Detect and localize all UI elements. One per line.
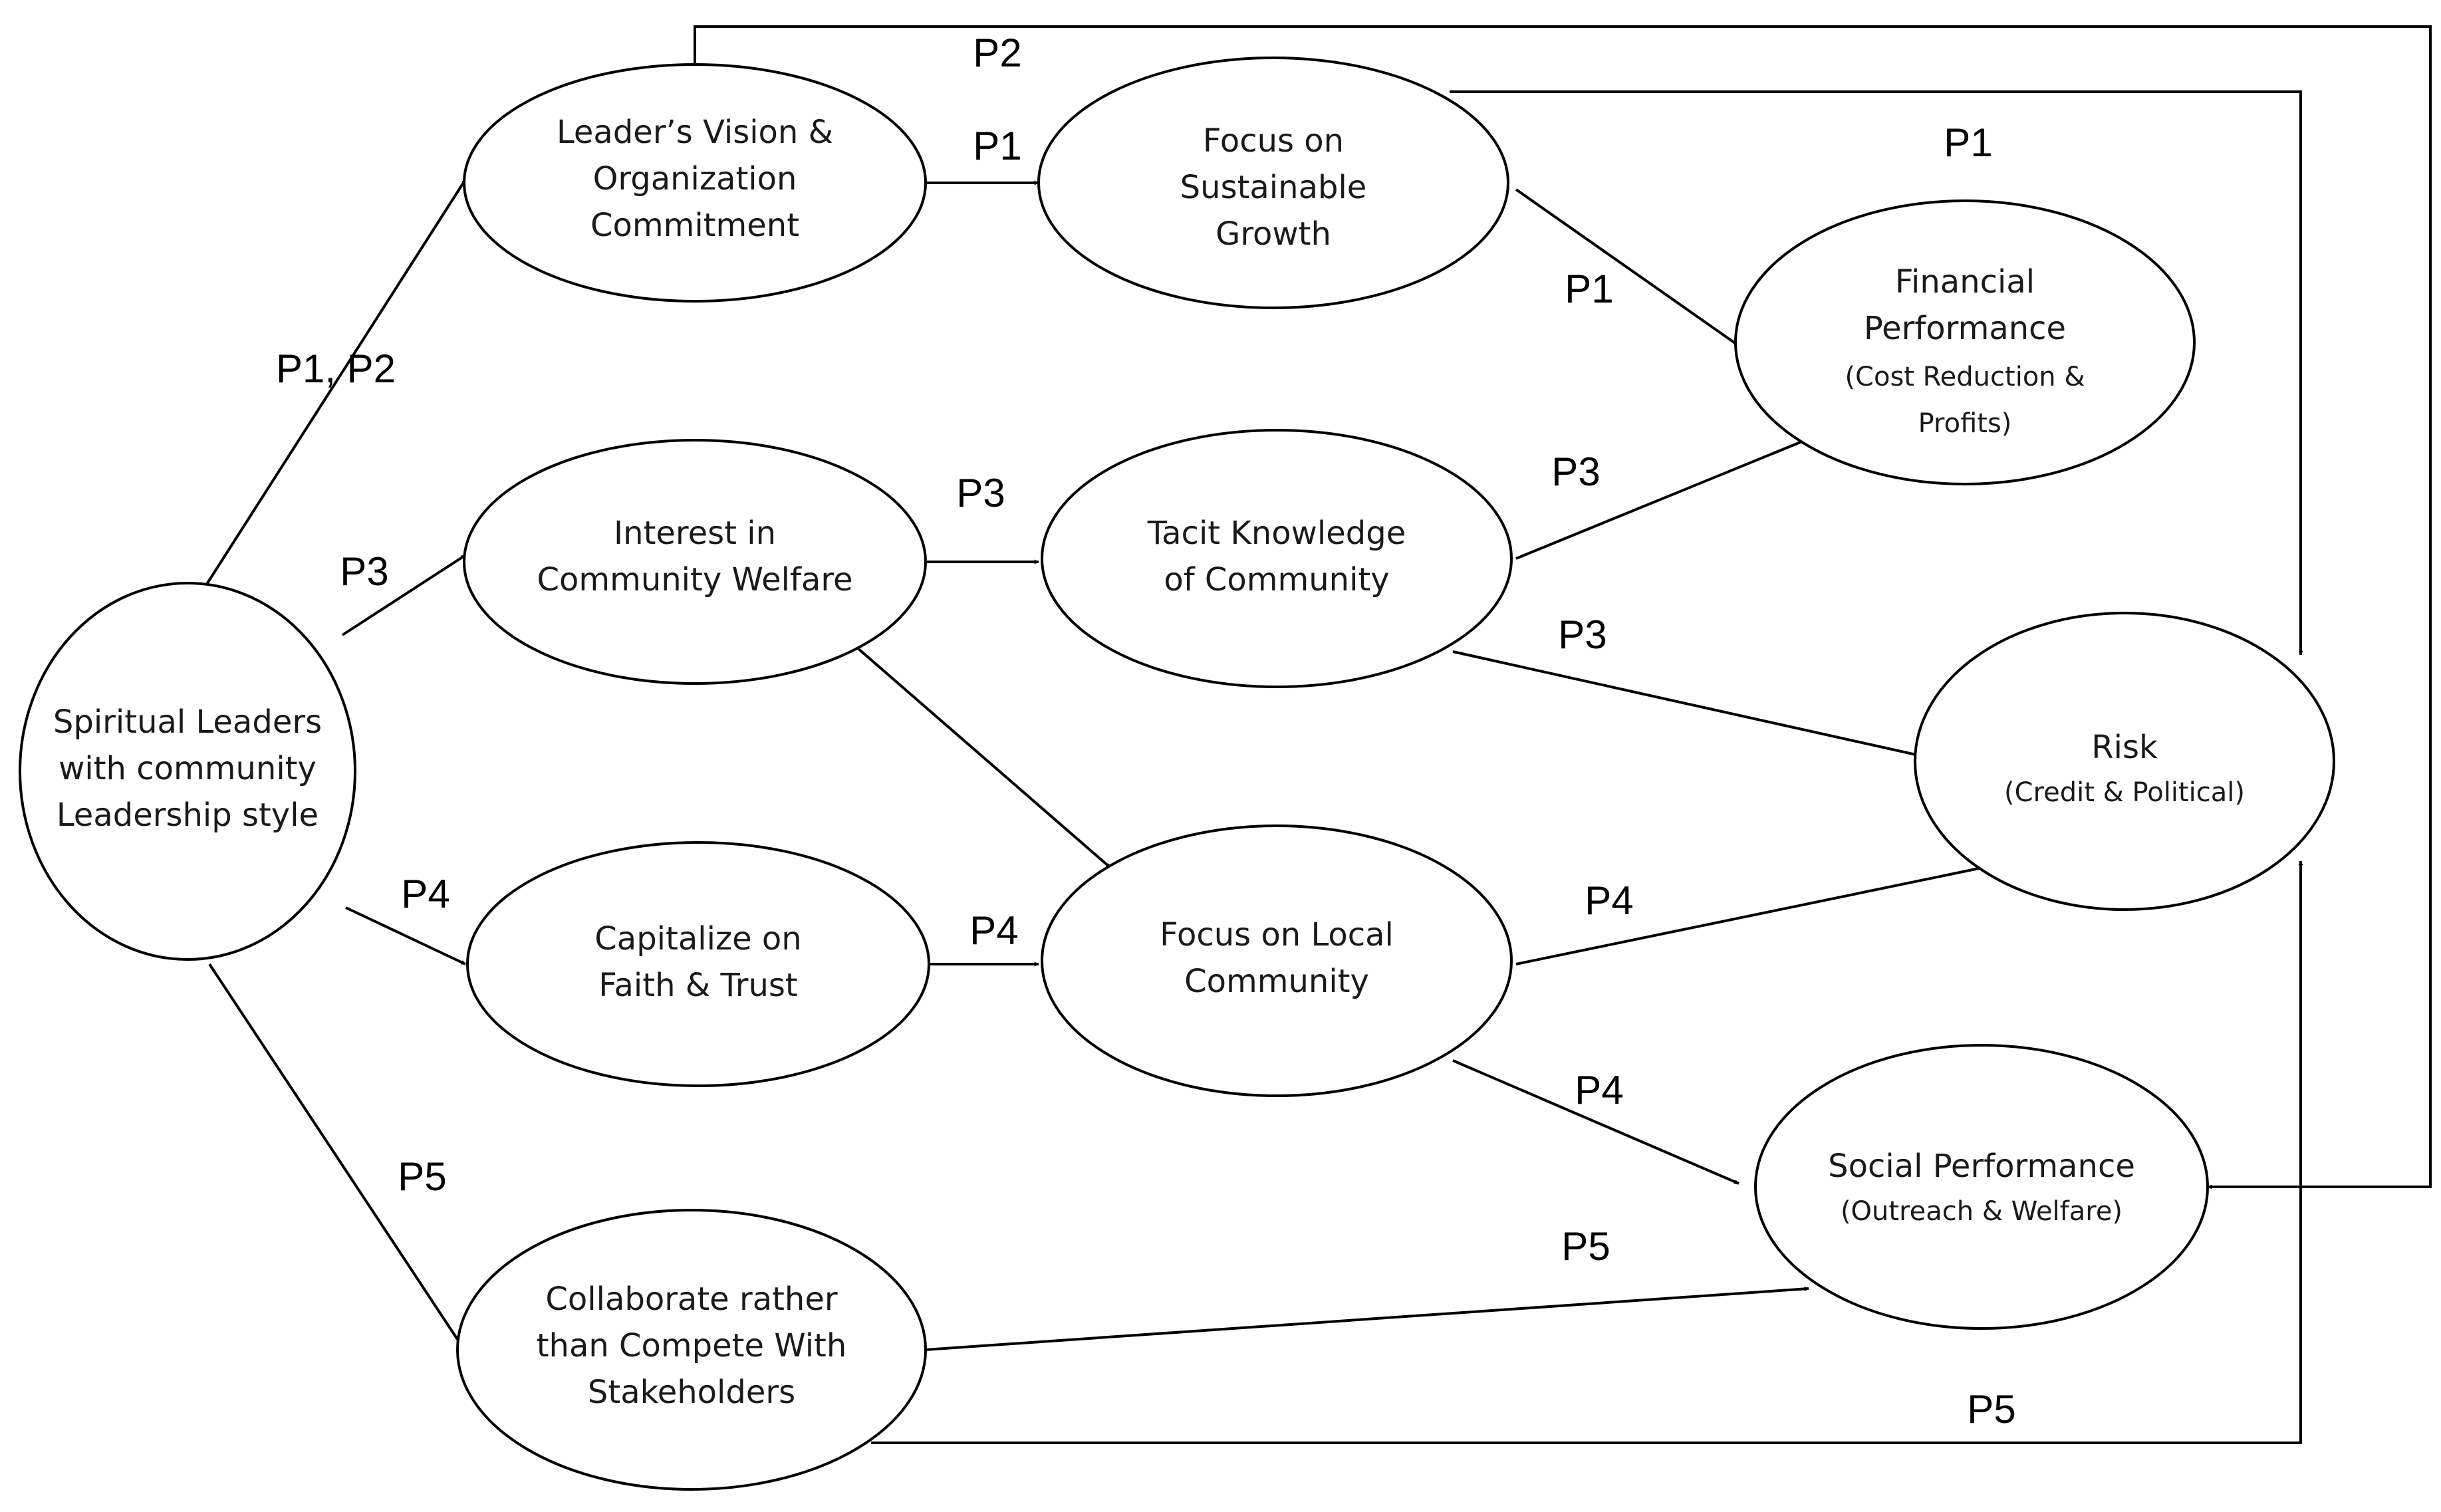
node-label: Commitment (590, 207, 799, 244)
edge-label: P3 (1558, 612, 1606, 657)
edge-tacit-to-risk (1452, 650, 1952, 765)
edge-label: P5 (1561, 1224, 1610, 1269)
node-label: than Compete With (537, 1327, 847, 1364)
node-label: Stakeholders (588, 1374, 795, 1411)
node-risk: Risk (Credit & Political) (1914, 612, 2335, 911)
edge-spiritual-to-collab (208, 963, 463, 1348)
node-sublabel: (Outreach & Welfare) (1841, 1196, 2122, 1227)
node-label: Spiritual Leaders (53, 703, 322, 741)
edge-vision-loop-to-social (694, 25, 2432, 1190)
node-label: Leader’s Vision & (557, 114, 833, 151)
edge-spiritual-to-vision (205, 178, 467, 586)
node-label: Social Performance (1828, 1148, 2135, 1185)
edge-label: P4 (1575, 1068, 1623, 1112)
node-label: Growth (1216, 215, 1331, 253)
edge-label: P5 (398, 1154, 446, 1199)
node-label: Sustainable (1180, 169, 1367, 206)
edge-label: P5 (1967, 1387, 2015, 1432)
node-interest-community-welfare: Interest in Community Welfare (463, 439, 927, 685)
edge-label: P1 (1944, 120, 1992, 165)
edge-label: P1 (1565, 267, 1613, 311)
edge-label: P3 (1551, 449, 1600, 494)
node-focus-local-community: Focus on Local Community (1041, 824, 1513, 1097)
node-sublabel: (Credit & Political) (2004, 777, 2245, 808)
node-focus-sustainable-growth: Focus on Sustainable Growth (1037, 57, 1509, 309)
node-label: Risk (2091, 729, 2158, 766)
node-label: Collaborate rather (545, 1281, 837, 1318)
node-label: of Community (1164, 561, 1389, 598)
node-tacit-knowledge: Tacit Knowledge of Community (1041, 429, 1513, 688)
edge-label: P2 (973, 31, 1021, 75)
node-label: Focus on Local (1160, 916, 1394, 953)
edge-collab-to-social (925, 1286, 1809, 1351)
node-label: with community (59, 750, 317, 787)
node-label: Interest in (614, 515, 776, 552)
node-label: Community (1184, 963, 1369, 1000)
edge-label: P1 (973, 124, 1021, 168)
node-label: Tacit Knowledge (1147, 515, 1406, 552)
node-label: Organization (593, 160, 797, 197)
edge-collab-loop-to-risk (871, 860, 2303, 1444)
edge-sustain-to-financial (1515, 188, 1740, 347)
node-label: Leadership style (57, 797, 319, 834)
edge-sustain-loop-to-risk (1450, 90, 2303, 656)
node-label: Capitalize on (594, 920, 801, 957)
node-collaborate-stakeholders: Collaborate rather than Compete With Sta… (456, 1209, 927, 1491)
node-spiritual-leaders: Spiritual Leaders with community Leaders… (19, 582, 356, 961)
edge-label: P4 (1585, 878, 1633, 923)
edges (205, 25, 2432, 1444)
edge-label: P3 (340, 549, 388, 594)
node-leaders-vision: Leader’s Vision & Organization Commitmen… (463, 63, 927, 303)
node-capitalize-faith-trust: Capitalize on Faith & Trust (466, 841, 930, 1087)
edge-interest-to-local (856, 647, 1112, 869)
node-social-performance: Social Performance (Outreach & Welfare) (1754, 1044, 2209, 1330)
edge-labels: P1, P2 P2 P1 P1 P1 P3 P3 P3 P3 P4 P4 P4 … (276, 31, 2016, 1432)
node-label: Focus on (1203, 122, 1344, 160)
node-sublabel: Profits) (1918, 408, 2012, 439)
node-label: Faith & Trust (598, 967, 797, 1004)
node-financial-performance: Financial Performance (Cost Reduction & … (1734, 199, 2196, 485)
node-label: Financial (1895, 263, 2035, 301)
edge-spiritual-to-faith (345, 906, 466, 965)
edge-tacit-to-financial (1515, 438, 1809, 560)
node-label: Community Welfare (537, 561, 852, 598)
edge-local-to-risk (1515, 860, 2009, 965)
edge-local-to-social (1452, 1059, 1739, 1185)
edge-label: P4 (969, 908, 1018, 953)
edge-label: P4 (401, 872, 450, 916)
edge-label: P3 (956, 471, 1005, 515)
node-label: Performance (1864, 310, 2066, 347)
node-sublabel: (Cost Reduction & (1845, 362, 2085, 392)
edge-spiritual-to-interest (341, 554, 467, 636)
edge-label: P1, P2 (276, 346, 396, 391)
